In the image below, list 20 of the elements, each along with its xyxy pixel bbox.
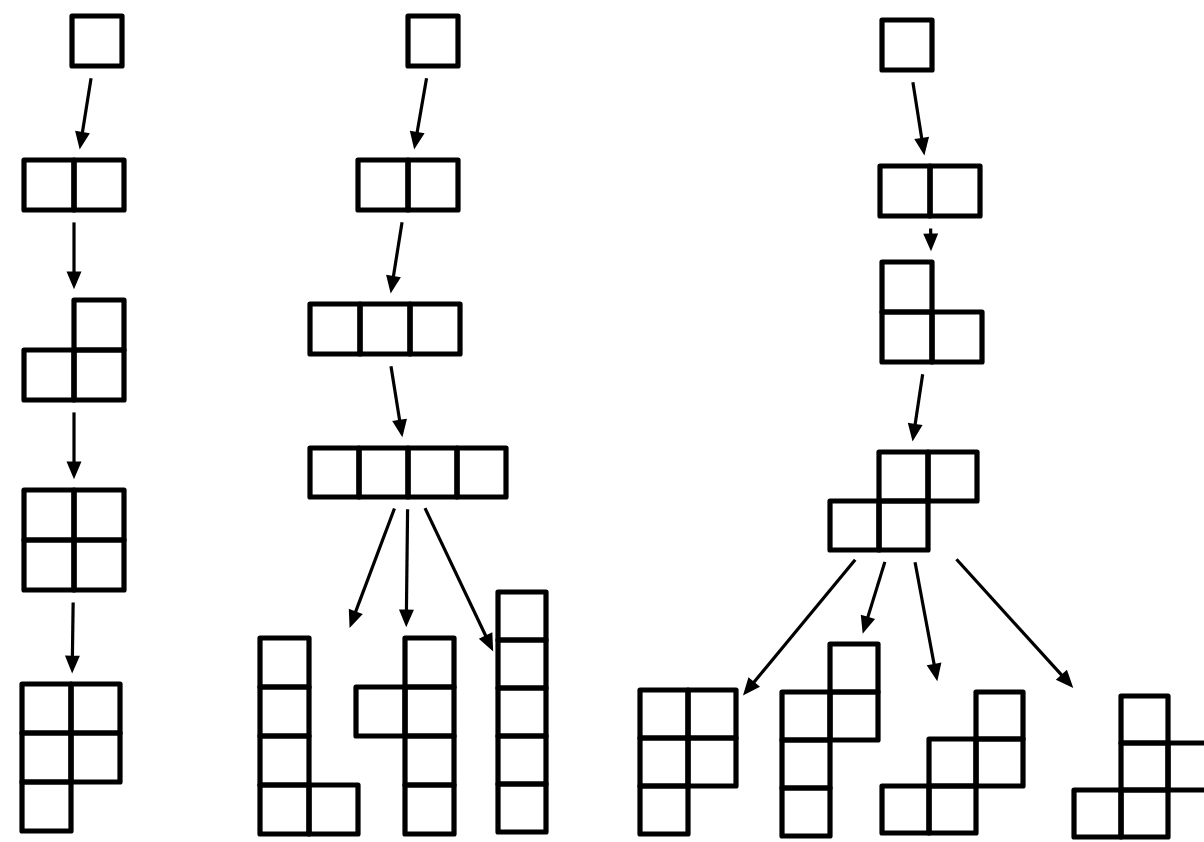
- polyomino-drawing: [879, 17, 935, 73]
- polyomino-drawing: [21, 297, 127, 403]
- polyomino-drawing: [879, 259, 985, 365]
- polyomino-drawing: [353, 635, 457, 837]
- polyomino-drawing: [1071, 693, 1204, 840]
- polyomino-drawing: [69, 13, 125, 69]
- polyomino-drawing: [877, 163, 983, 219]
- polyomino-drawing: [779, 641, 881, 839]
- polyomino-drawing: [637, 687, 739, 837]
- polyomino-drawing: [495, 589, 549, 835]
- polyomino-drawing: [879, 689, 1026, 836]
- polyomino-drawing: [355, 157, 461, 213]
- polyomino-drawing: [21, 157, 127, 213]
- polyomino-drawing: [257, 635, 361, 837]
- polyomino-drawing: [405, 13, 461, 69]
- polyomino-drawing: [21, 487, 127, 593]
- polyomino-drawing: [827, 449, 980, 553]
- polyomino-drawing: [307, 301, 463, 357]
- polyomino-drawing: [19, 681, 123, 834]
- polyomino-drawing: [307, 445, 509, 500]
